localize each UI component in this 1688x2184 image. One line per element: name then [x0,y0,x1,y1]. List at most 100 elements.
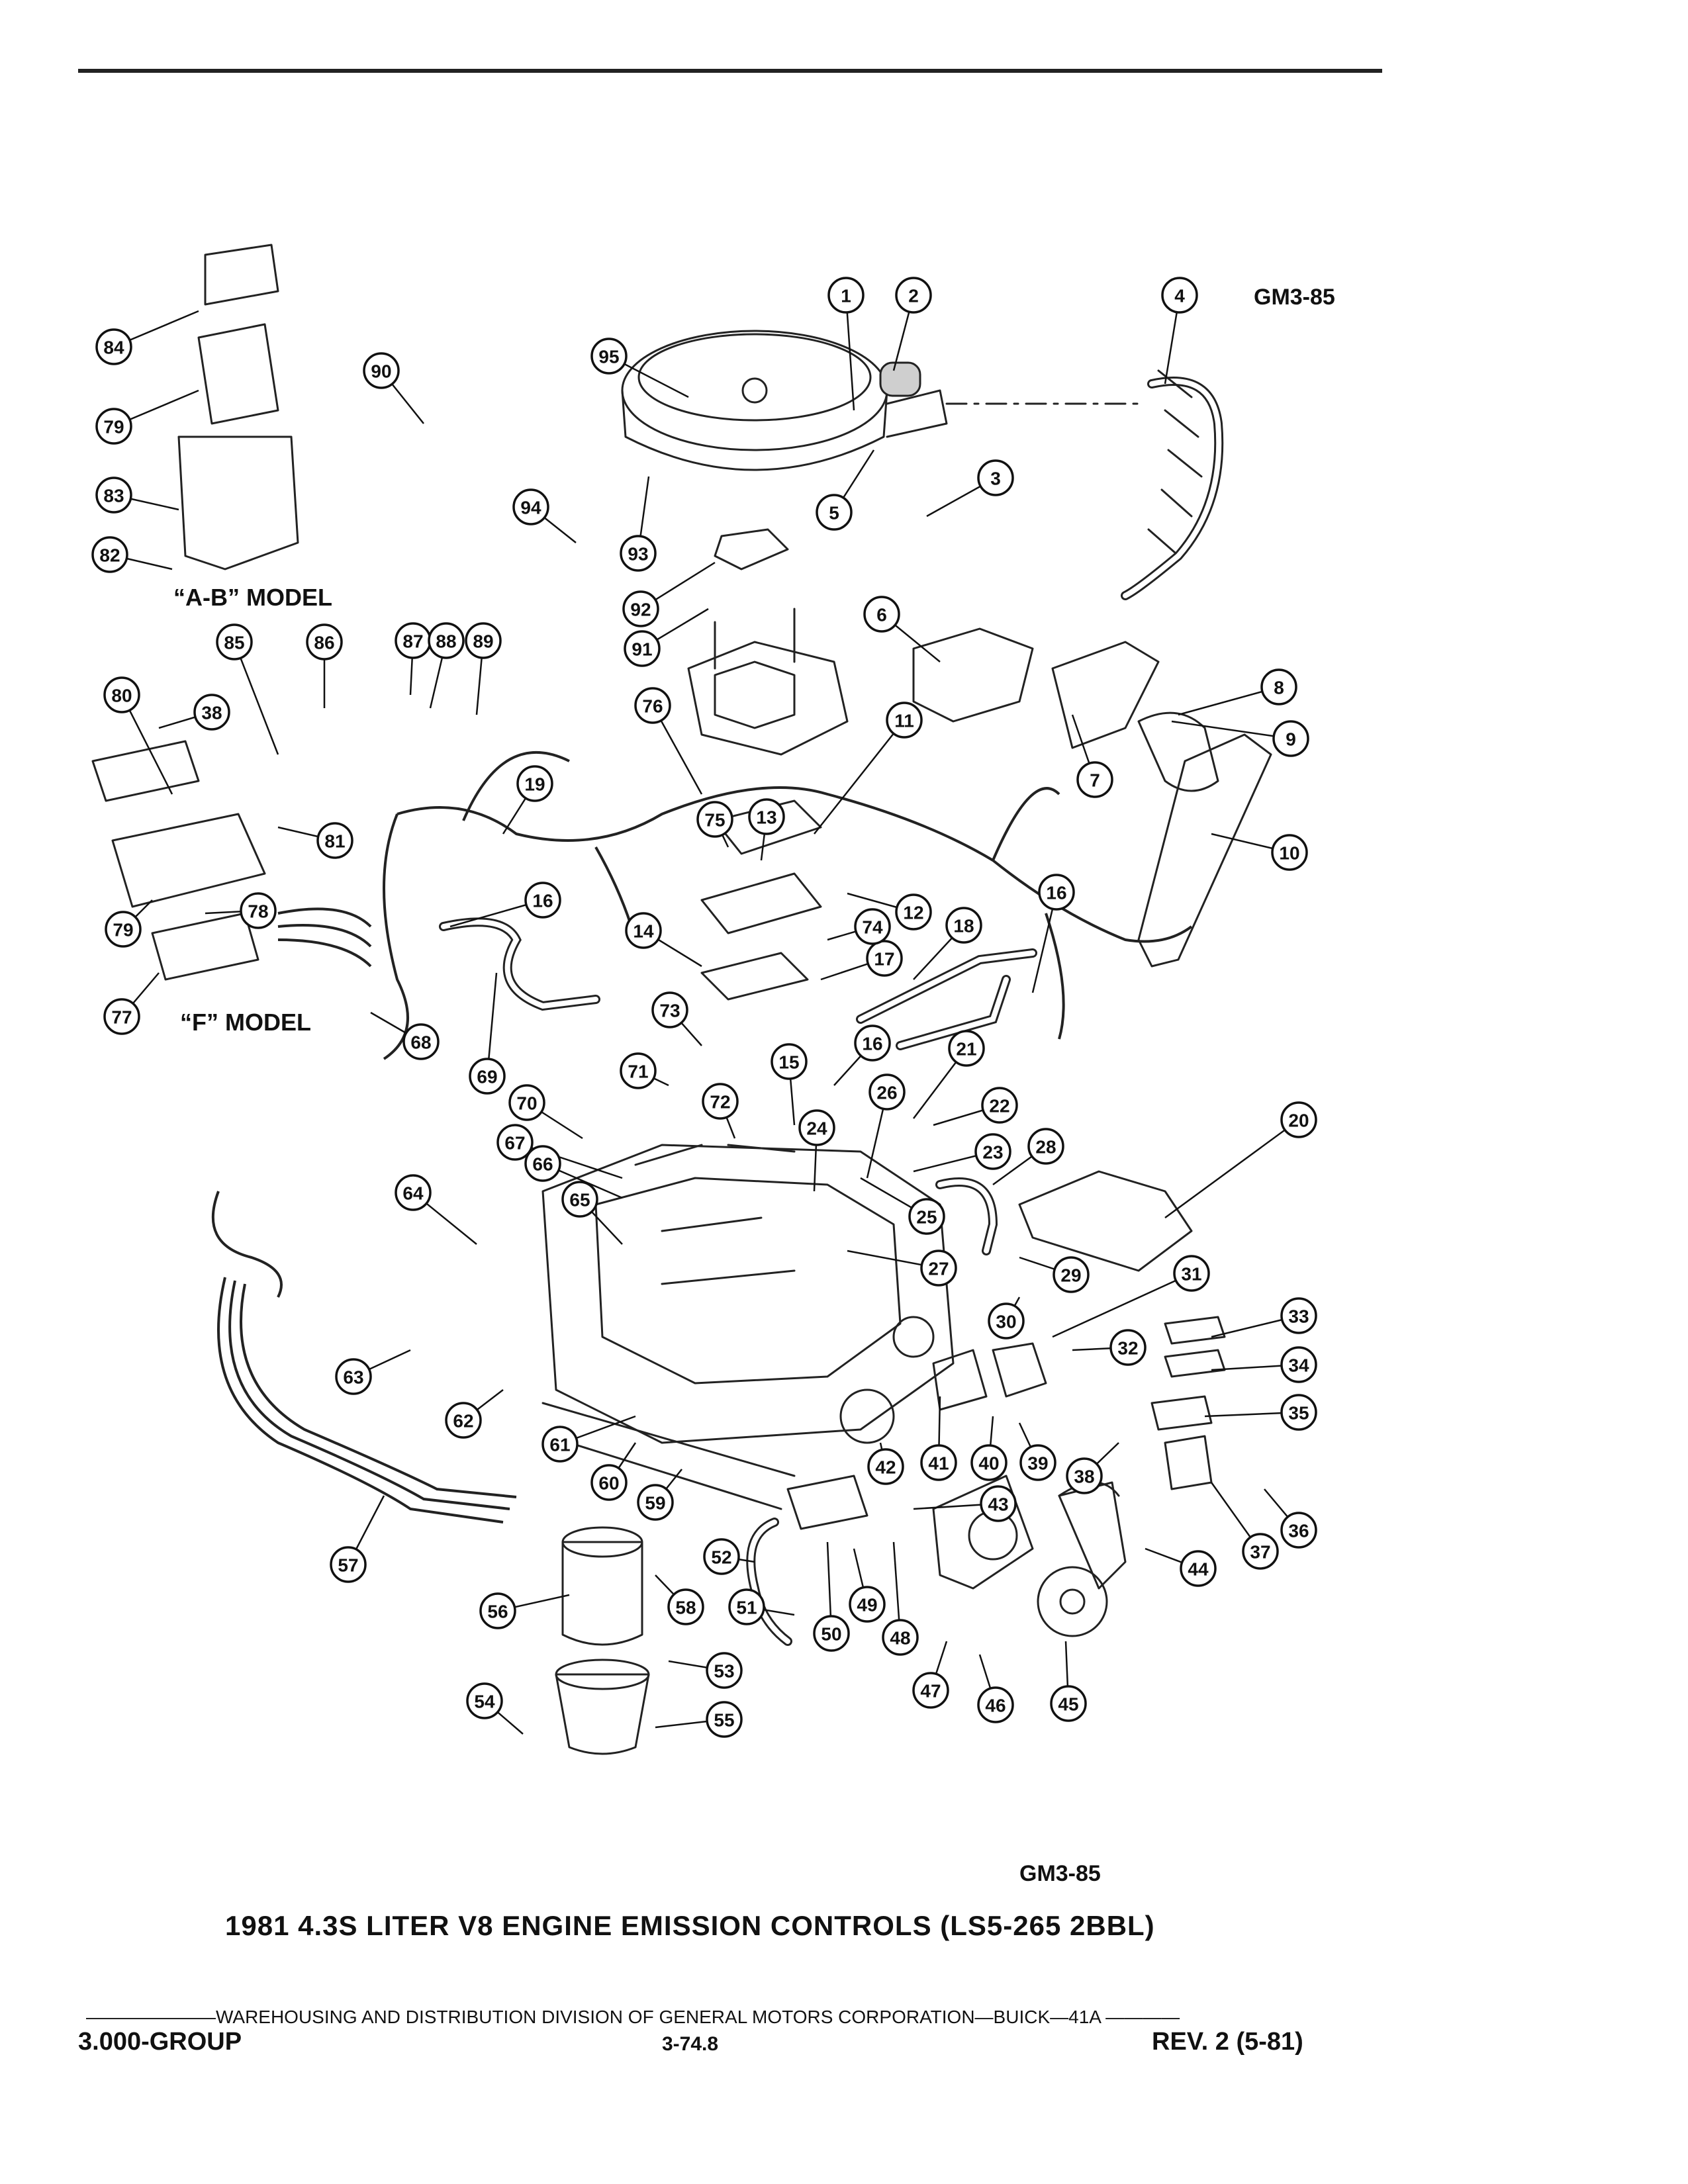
callout-84: 84 [95,328,132,365]
callout-2: 2 [895,277,932,314]
callout-circle [667,1588,704,1625]
callout-circle [1050,1685,1087,1722]
callout-circle [95,328,132,365]
callout-circle [813,1615,850,1652]
callout-circle [974,1133,1011,1170]
callout-number: 73 [659,1001,680,1021]
callout-circle [402,1023,440,1060]
callout-circle [216,623,253,660]
callout-23: 23 [974,1133,1011,1170]
callout-number: 54 [474,1692,495,1712]
callout-number: 79 [103,417,124,437]
callout-number: 35 [1288,1403,1309,1424]
callout-circle [920,1250,957,1287]
callout-circle [590,338,628,375]
callout-leader [814,719,905,835]
callout-21: 21 [948,1030,985,1067]
callout-17: 17 [866,940,903,977]
callout-80: 80 [103,676,140,713]
callout-25: 25 [908,1198,945,1235]
callout-56: 56 [479,1592,516,1629]
callout-41: 41 [920,1444,957,1481]
callout-16: 16 [524,882,561,919]
callout-number: 76 [642,696,663,717]
air-cleaner-drawing [621,330,1147,471]
callout-circle [624,630,661,667]
callout-number: 42 [875,1457,896,1478]
callout-circle [816,494,853,531]
callout-70: 70 [508,1084,545,1121]
callout-89: 89 [465,622,502,659]
callout-49: 49 [849,1586,886,1623]
callout-18: 18 [945,907,982,944]
callout-number: 60 [598,1473,619,1494]
callout-64: 64 [395,1174,432,1211]
callout-circle [1280,1101,1317,1138]
callout-circle [306,623,343,660]
callout-95: 95 [590,338,628,375]
callout-circle [428,622,465,659]
callout-circle [445,1402,482,1439]
heat-stove-drawing [912,627,1219,792]
callout-36: 36 [1280,1512,1317,1549]
callout-76: 76 [634,687,671,724]
air-pump-drawing [746,1475,1127,1646]
callout-circle [728,1588,765,1625]
callout-82: 82 [91,536,128,573]
callout-69: 69 [469,1058,506,1095]
callout-62: 62 [445,1402,482,1439]
callout-circle [1180,1550,1217,1587]
callout-24: 24 [798,1109,835,1146]
callout-number: 85 [224,633,244,653]
callout-leader [120,694,173,795]
callout-number: 83 [103,486,124,506]
callout-number: 11 [894,711,914,731]
callout-circle [1271,834,1308,871]
callout-leader [1164,1118,1299,1219]
callout-circle [335,1358,372,1395]
callout-number: 26 [876,1083,897,1103]
callout-16: 16 [854,1024,891,1062]
callout-circle [945,907,982,944]
callout-number: 45 [1058,1694,1078,1715]
callout-circle [1242,1533,1279,1570]
callout-67: 67 [496,1124,534,1161]
callout-circle [496,1124,534,1161]
callout-circle [981,1087,1018,1124]
footer-group: 3.000-GROUP [78,2028,242,2056]
callout-71: 71 [620,1052,657,1089]
callout-circle [696,801,733,838]
callout-number: 4 [1174,286,1185,306]
callout-number: 18 [953,916,974,936]
callout-number: 58 [675,1598,696,1618]
callout-circle [948,1030,985,1067]
footer-publisher-line: ———————WAREHOUSING AND DISTRIBUTION DIVI… [86,2007,1180,2027]
callout-92: 92 [622,590,659,627]
callout-number: 79 [113,920,133,940]
callout-number: 36 [1288,1521,1309,1541]
callout-number: 24 [806,1118,827,1139]
callout-number: 20 [1288,1111,1309,1131]
callout-circle [508,1084,545,1121]
callout-4: 4 [1161,277,1198,314]
callout-circle [541,1426,579,1463]
callout-42: 42 [867,1448,904,1485]
callout-7: 7 [1076,761,1113,798]
engine-block-drawing [541,1144,955,1510]
callout-number: 53 [714,1661,734,1682]
callout-14: 14 [625,912,662,949]
callout-circle [868,1073,906,1111]
callout-leader [1052,1272,1192,1338]
callout-number: 1 [841,286,851,306]
callout-circle [625,912,662,949]
callout-circle [1161,277,1198,314]
callout-number: 13 [756,807,776,828]
callout-29: 29 [1053,1256,1090,1293]
vacuum-hoses-drawing [439,917,1037,1255]
callout-1: 1 [827,277,865,314]
callout-51: 51 [728,1588,765,1625]
callout-circle [849,1586,886,1623]
callout-8: 8 [1260,668,1297,705]
callout-number: 15 [778,1052,799,1073]
callout-number: 55 [714,1710,734,1731]
